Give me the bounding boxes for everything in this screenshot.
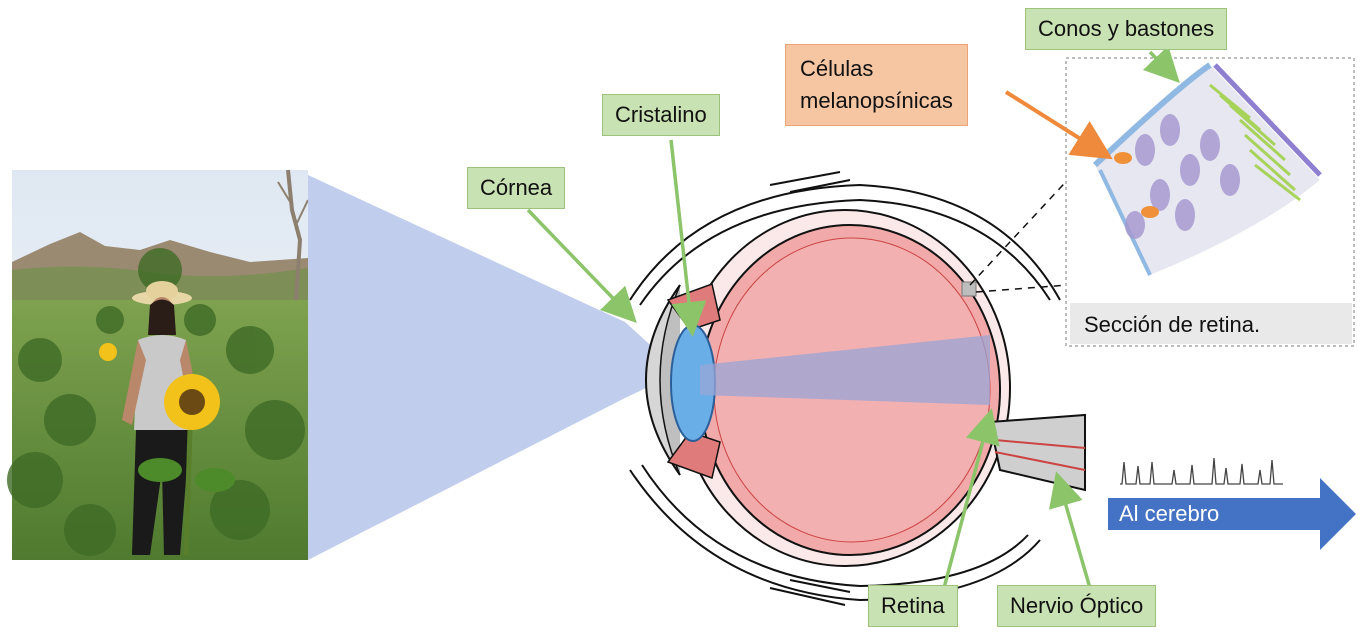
neural-spike-train xyxy=(1120,458,1283,484)
sunflower-field-photo xyxy=(7,170,308,560)
melanopsin-label-line2: melanopsínicas xyxy=(800,85,953,117)
retina-label: Retina xyxy=(868,585,958,627)
nervio-pointer xyxy=(1058,478,1090,588)
cornea-label: Córnea xyxy=(467,167,565,209)
melanopsin-label-line1: Células xyxy=(800,53,953,85)
conos-label: Conos y bastones xyxy=(1025,8,1227,50)
nervio-label: Nervio Óptico xyxy=(997,585,1156,627)
melanopsin-label: Células melanopsínicas xyxy=(785,44,968,126)
to-brain-label: Al cerebro xyxy=(1119,501,1219,527)
eye-cross-section xyxy=(630,172,1085,605)
light-cone xyxy=(308,175,680,560)
cristalino-label: Cristalino xyxy=(602,94,720,136)
retina-section-caption: Sección de retina. xyxy=(1070,303,1352,347)
